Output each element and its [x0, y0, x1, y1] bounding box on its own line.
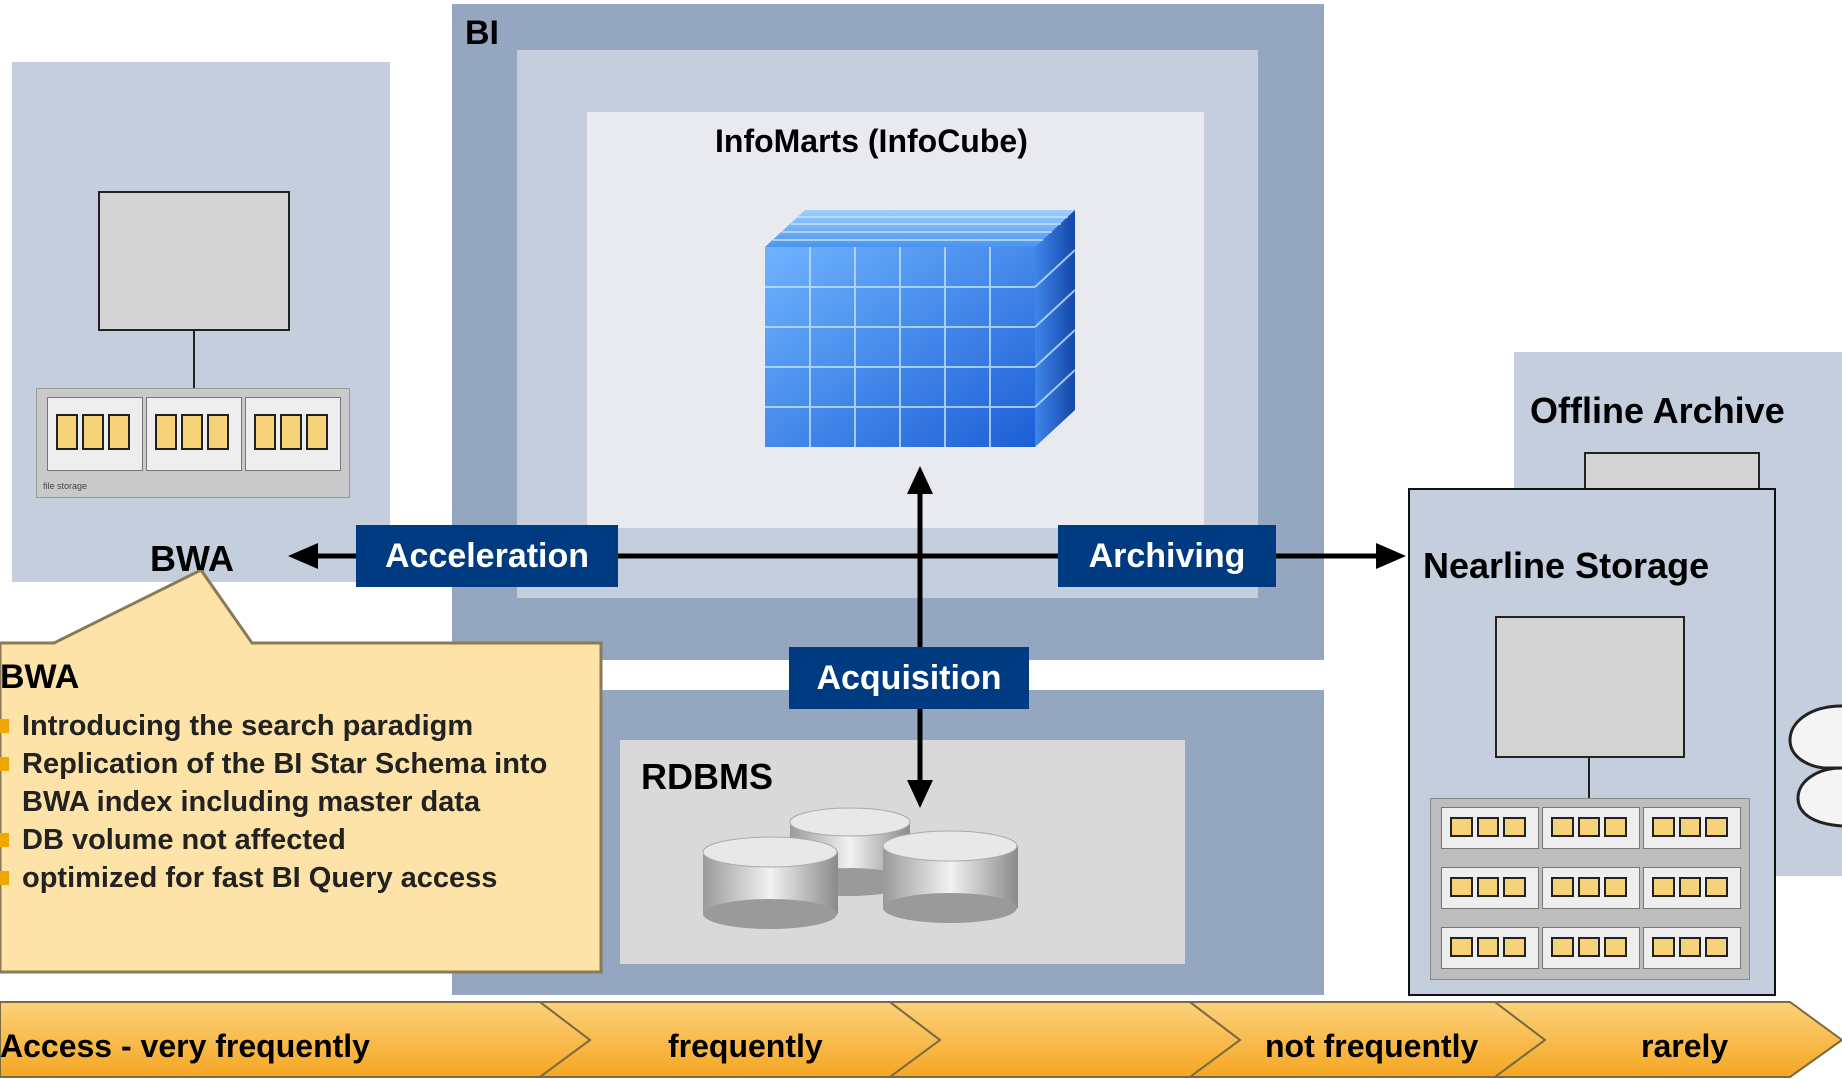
rdbms-label: RDBMS [641, 756, 773, 797]
file-storage-slot [1643, 807, 1741, 849]
archiving-arrow-head [1376, 543, 1406, 569]
file-storage-slot [146, 397, 242, 471]
infocube-icon [765, 210, 1076, 447]
nearline-storage-label: Nearline Storage [1423, 545, 1710, 586]
acquisition-arrow-up-head [907, 466, 933, 494]
file-storage-cell [1652, 816, 1675, 837]
file-storage-slot [1643, 867, 1741, 909]
callout-bullet-list: Introducing the search paradigm Replicat… [0, 707, 560, 897]
file-storage-cell [1503, 936, 1526, 957]
file-storage-cell [1450, 876, 1473, 897]
file-storage-cell [1678, 936, 1702, 957]
callout-bullet: optimized for fast BI Query access [0, 859, 560, 897]
file-storage-cell [1476, 936, 1500, 957]
file-storage-cell [1503, 876, 1526, 897]
file-storage-cell [1652, 936, 1675, 957]
file-storage-cell [280, 413, 302, 450]
access-level-very-frequently: Access - very frequently [0, 1028, 370, 1064]
callout-bullet: DB volume not affected [0, 821, 560, 859]
file-storage-cell [254, 413, 276, 450]
file-storage-cell [56, 413, 78, 450]
file-storage-cell [1551, 936, 1574, 957]
tape-reel-icon [1788, 704, 1842, 828]
file-storage-cell [1551, 876, 1574, 897]
file-storage-cell [1678, 876, 1702, 897]
bwa-file-storage: file storage [36, 388, 350, 498]
file-storage-cell [1551, 816, 1574, 837]
offline-archive-label: Offline Archive [1530, 390, 1785, 431]
file-storage-cell [82, 413, 104, 450]
acquisition-arrow-down-head [907, 780, 933, 808]
file-storage-cell [108, 413, 130, 450]
file-storage-cell [1577, 876, 1601, 897]
file-storage-slot [1441, 807, 1539, 849]
file-storage-cell [1476, 816, 1500, 837]
file-storage-cell [1705, 936, 1728, 957]
file-storage-cell [1652, 876, 1675, 897]
acceleration-arrow-head [288, 543, 318, 569]
file-storage-cell [1604, 876, 1627, 897]
file-storage-cell [1450, 816, 1473, 837]
file-storage-cell [155, 413, 177, 450]
file-storage-slot [1441, 927, 1539, 969]
nearline-connector-line [1588, 756, 1590, 798]
access-chevron-bar [0, 1001, 1842, 1078]
file-storage-slot [1542, 807, 1640, 849]
infomarts-label: InfoMarts (InfoCube) [715, 123, 1028, 159]
bwa-connector-line [193, 329, 195, 389]
file-storage-cell [1577, 816, 1601, 837]
access-level-frequently: frequently [668, 1028, 823, 1064]
file-storage-caption: file storage [43, 481, 88, 491]
file-storage-cell [1476, 876, 1500, 897]
file-storage-cell [1604, 816, 1627, 837]
callout-bullet: Introducing the search paradigm [0, 707, 560, 745]
bwa-callout-bubble [0, 570, 603, 974]
callout-title: BWA [0, 658, 80, 696]
file-storage-cell [1705, 816, 1728, 837]
file-storage-cell [1678, 816, 1702, 837]
file-storage-slot [1643, 927, 1741, 969]
file-storage-cell [306, 413, 328, 450]
access-level-rarely: rarely [1641, 1028, 1729, 1064]
file-storage-cell [1577, 936, 1601, 957]
file-storage-cell [1503, 816, 1526, 837]
bi-label: BI [465, 14, 499, 52]
bwa-server-box [98, 191, 290, 331]
file-storage-slot [1441, 867, 1539, 909]
file-storage-cell [1705, 876, 1728, 897]
file-storage-cell [1450, 936, 1473, 957]
bwa-label: BWA [150, 538, 234, 579]
database-icon [702, 807, 1018, 929]
file-storage-cell [207, 413, 229, 450]
acceleration-tag: Acceleration [356, 525, 618, 587]
file-storage-slot [1542, 927, 1640, 969]
file-storage-slot [1542, 867, 1640, 909]
access-level-not-frequently: not frequently [1265, 1028, 1479, 1064]
callout-bullet: Replication of the BI Star Schema into B… [0, 745, 560, 821]
acquisition-tag: Acquisition [789, 647, 1029, 709]
nearline-server-box [1495, 616, 1685, 758]
file-storage-cell [181, 413, 203, 450]
file-storage-slot [47, 397, 143, 471]
file-storage-cell [1604, 936, 1627, 957]
file-storage-slot [245, 397, 341, 471]
nearline-file-storage [1430, 798, 1750, 980]
archiving-tag: Archiving [1058, 525, 1276, 587]
